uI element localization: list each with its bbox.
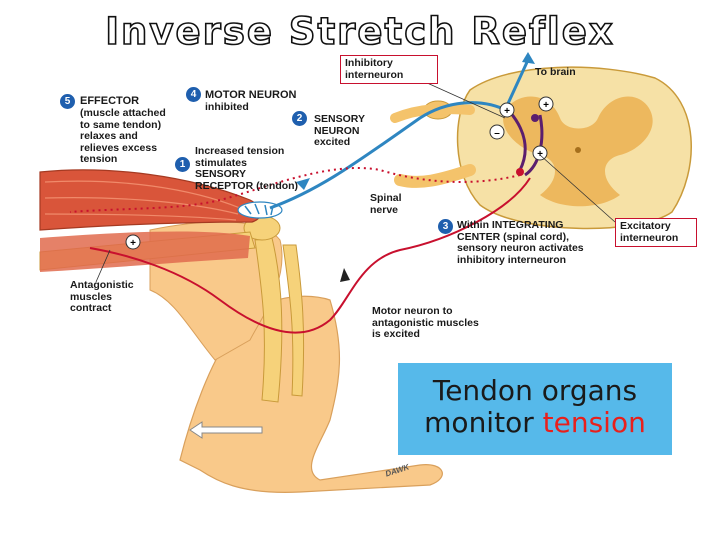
callout-line-1: Tendon organs bbox=[432, 374, 638, 407]
excitatory-interneuron-label: Excitatory interneuron bbox=[615, 218, 697, 247]
step-badge-5: 5 bbox=[60, 94, 75, 109]
spinal-nerve-label: Spinal nerve bbox=[370, 192, 402, 216]
motor-neuron-label: MOTOR NEURON bbox=[205, 89, 297, 101]
antagonistic-muscles-label: Antagonistic muscles contract bbox=[70, 279, 134, 314]
tendon-organs-callout: Tendon organs monitor tension bbox=[398, 363, 672, 455]
tendon-receptor bbox=[237, 201, 283, 219]
effector-title: EFFECTOR bbox=[80, 95, 140, 107]
step-badge-1: 1 bbox=[175, 157, 190, 172]
svg-text:+: + bbox=[537, 149, 543, 160]
inhibitory-interneuron-label: Inhibitory interneuron bbox=[340, 55, 438, 84]
movement-arrow bbox=[189, 421, 263, 439]
svg-text:+: + bbox=[504, 106, 510, 117]
neural-pathways: + + – + + bbox=[69, 52, 554, 334]
motor-neuron-sub-label: inhibited bbox=[205, 101, 249, 113]
step-badge-2: 2 bbox=[292, 111, 307, 126]
callout-monitor-text: monitor bbox=[424, 406, 534, 439]
sensory-neuron-label: SENSORY NEURON excited bbox=[314, 113, 365, 148]
step-badge-4: 4 bbox=[186, 87, 201, 102]
callout-tension-text: tension bbox=[542, 406, 646, 439]
callout-line-2: monitor tension bbox=[398, 407, 672, 439]
page-title: Inverse Stretch Reflex bbox=[104, 9, 615, 54]
motor-to-antagonistic-label: Motor neuron to antagonistic muscles is … bbox=[372, 305, 479, 340]
to-brain-label: To brain bbox=[535, 66, 576, 78]
effector-description: (muscle attached to same tendon) relaxes… bbox=[80, 107, 166, 165]
receptor-label: Increased tension stimulates SENSORY REC… bbox=[195, 145, 299, 192]
svg-text:+: + bbox=[543, 100, 549, 111]
svg-text:+: + bbox=[130, 238, 136, 249]
integrating-center-label: Within INTEGRATING CENTER (spinal cord),… bbox=[457, 219, 584, 266]
step-badge-3: 3 bbox=[438, 219, 453, 234]
svg-text:–: – bbox=[494, 128, 500, 139]
